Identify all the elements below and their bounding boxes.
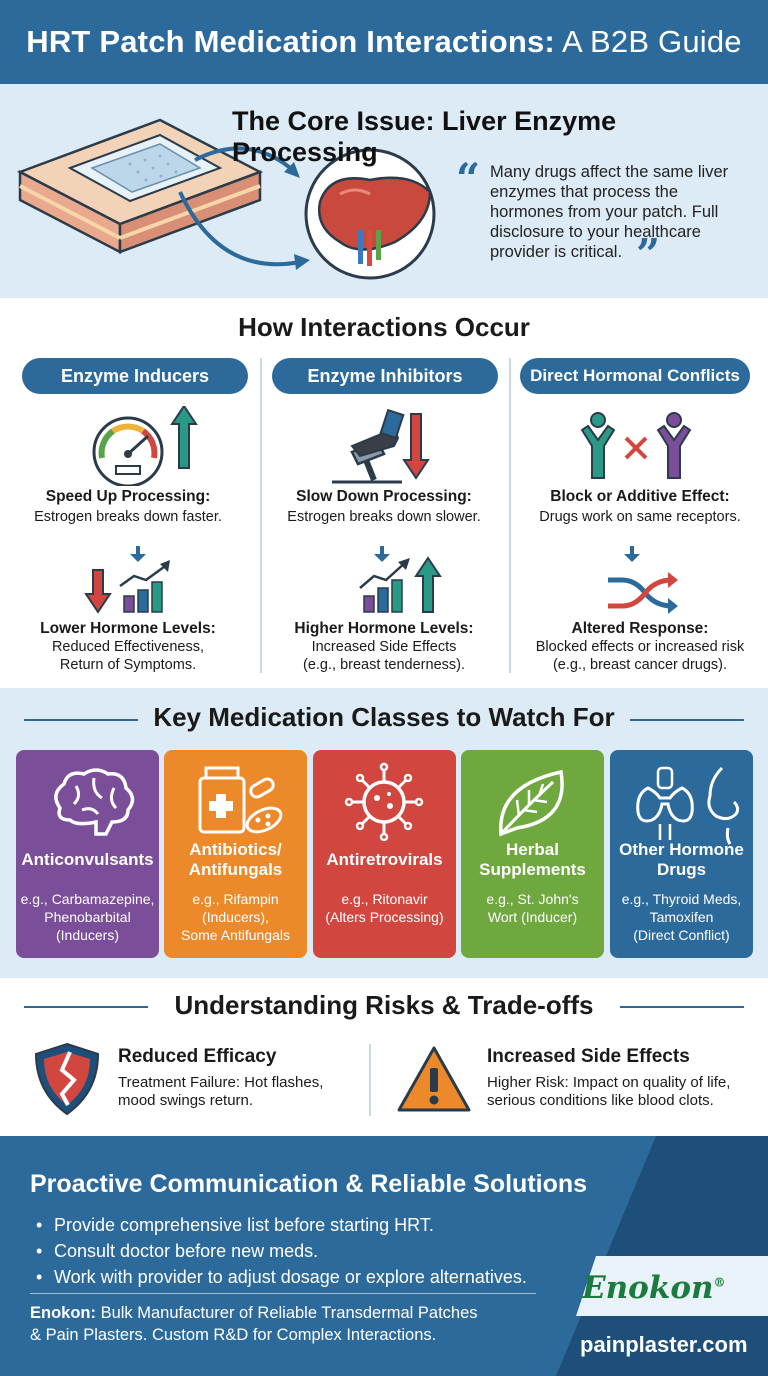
thyroid-breast-icon	[636, 766, 740, 845]
broken-shield-icon	[34, 1042, 100, 1116]
list-item: Consult doctor before new meds.	[36, 1238, 596, 1264]
reduced-efficacy-title: Reduced Efficacy	[118, 1046, 277, 1067]
close-quote-icon: ”	[636, 230, 661, 279]
risks-section: Understanding Risks & Trade-offs Reduced…	[0, 978, 768, 1136]
risks-title: Understanding Risks & Trade-offs	[174, 990, 594, 1020]
brake-pedal-down-icon	[332, 408, 430, 484]
list-item: Provide comprehensive list before starti…	[36, 1212, 596, 1238]
conflicts-desc2a: Blocked effects or increased risk	[535, 639, 745, 655]
speedometer-up-icon	[92, 406, 198, 486]
conflicts-desc2b: (e.g., breast cancer drugs).	[552, 657, 728, 673]
direct-conflicts-pill: Direct Hormonal Conflicts	[520, 358, 750, 394]
how-interactions-title: How Interactions Occur	[238, 312, 530, 342]
card-title: Other Hormone	[619, 840, 744, 859]
core-issue-quote: Many drugs affect the same liver enzymes…	[490, 163, 729, 261]
higher-levels-icon	[359, 546, 442, 613]
footer-description: Enokon: Bulk Manufacturer of Reliable Tr…	[30, 1304, 478, 1344]
diagonal-panel	[556, 1136, 768, 1376]
inducers-desc2a: Reduced Effectiveness,	[51, 639, 205, 655]
column-divider	[260, 358, 262, 673]
inhibitors-desc2a: Increased Side Effects	[311, 639, 457, 655]
warning-triangle-icon	[397, 1046, 471, 1112]
inducers-head2: Lower Hormone Levels:	[40, 620, 216, 637]
increased-side-effects-title: Increased Side Effects	[487, 1046, 690, 1067]
inhibitors-desc1: Estrogen breaks down slower.	[287, 509, 481, 525]
inducers-desc1: Estrogen breaks down faster.	[34, 509, 222, 525]
card-antibiotics: Antibiotics/ Antifungals e.g., Rifampin …	[164, 750, 307, 958]
inhibitors-desc2b: (e.g., breast tenderness).	[303, 657, 465, 673]
enzyme-inducers-column: Enzyme Inducers Speed Up Processing: Est…	[0, 358, 256, 678]
card-title: Anticonvulsants	[21, 850, 154, 869]
risk-divider	[369, 1044, 371, 1116]
virus-icon	[344, 762, 424, 842]
patch-to-liver-illustration	[16, 118, 436, 280]
brain-icon	[54, 768, 135, 836]
leaf-icon	[499, 769, 564, 837]
core-issue-section: The Core Issue: Liver Enzyme Processing …	[0, 84, 768, 298]
increased-side-effects-desc2: serious conditions like blood clots.	[487, 1092, 714, 1109]
enzyme-inhibitors-column: Enzyme Inhibitors Slow Down Processing: …	[256, 358, 512, 678]
website-link[interactable]: painplaster.com	[580, 1332, 748, 1357]
header-banner: HRT Patch Medication Interactions: A B2B…	[0, 0, 768, 84]
title-rule-right	[630, 719, 744, 721]
column-divider	[509, 358, 511, 673]
enzyme-inducers-pill: Enzyme Inducers	[22, 358, 248, 394]
lower-levels-icon	[84, 546, 170, 614]
core-issue-title: The Core Issue: Liver Enzyme Processing	[232, 106, 617, 167]
increased-side-effects-desc1: Higher Risk: Impact on quality of life,	[487, 1074, 731, 1091]
open-quote-icon: “	[456, 154, 481, 203]
enokon-logo: Enokon®	[582, 1270, 726, 1306]
pill-bottle-icon	[198, 766, 283, 834]
footer-rule	[30, 1293, 536, 1294]
solutions-title: Proactive Communication & Reliable Solut…	[30, 1170, 588, 1198]
reduced-efficacy-desc2: mood swings return.	[118, 1092, 254, 1109]
title-rule-right	[620, 1006, 744, 1008]
conflicts-head2: Altered Response:	[571, 620, 709, 637]
inhibitors-head1: Slow Down Processing:	[296, 488, 472, 505]
inducers-head1: Speed Up Processing:	[45, 488, 211, 505]
inducers-desc2b: Return of Symptoms.	[59, 657, 197, 673]
how-interactions-section: How Interactions Occur Enzyme Inducers S…	[0, 298, 768, 688]
card-title: Herbal	[506, 840, 559, 859]
card-antiretrovirals: Antiretrovirals e.g., Ritonavir (Alters …	[313, 750, 456, 958]
medication-classes-section: Key Medication Classes to Watch For Anti…	[0, 688, 768, 978]
card-herbal-supplements: Herbal Supplements e.g., St. John's Wort…	[461, 750, 604, 958]
title-rule-left	[24, 719, 138, 721]
solutions-list: Provide comprehensive list before starti…	[36, 1212, 596, 1290]
page-title: HRT Patch Medication Interactions: A B2B…	[26, 24, 742, 59]
medication-classes-title: Key Medication Classes to Watch For	[153, 702, 615, 732]
conflicts-desc1: Drugs work on same receptors.	[539, 509, 741, 525]
card-title: Antibiotics/	[189, 840, 282, 859]
enzyme-inhibitors-pill: Enzyme Inhibitors	[272, 358, 498, 394]
direct-conflicts-column: Direct Hormonal Conflicts Block or Addit…	[512, 358, 768, 678]
card-title: Antiretrovirals	[326, 850, 443, 869]
reduced-efficacy-desc1: Treatment Failure: Hot flashes,	[118, 1074, 324, 1091]
receptor-block-icon	[580, 412, 692, 479]
inhibitors-head2: Higher Hormone Levels:	[294, 620, 474, 637]
conflicts-head1: Block or Additive Effect:	[550, 488, 730, 505]
card-other-hormone-drugs: Other Hormone Drugs e.g., Thyroid Meds, …	[610, 750, 753, 958]
shuffle-arrows-icon	[608, 546, 678, 614]
card-anticonvulsants: Anticonvulsants e.g., Carbamazepine, Phe…	[16, 750, 159, 958]
solutions-section: Proactive Communication & Reliable Solut…	[0, 1136, 768, 1376]
list-item: Work with provider to adjust dosage or e…	[36, 1264, 596, 1290]
title-rule-left	[24, 1006, 148, 1008]
